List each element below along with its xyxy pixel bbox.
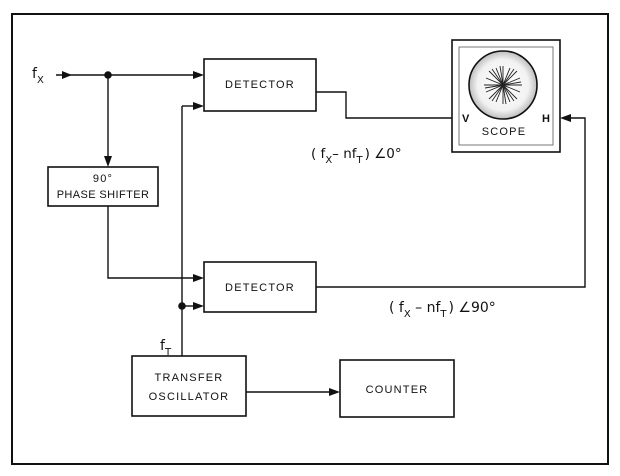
detector-bottom-input-arrow (193, 274, 204, 282)
counter-block (339, 359, 455, 418)
bottom-output-signal-label: ( fX – nfT) ∠90° (389, 300, 496, 320)
phase-shifter-label-line2: PHASE SHIFTER (57, 189, 150, 201)
detector-top-block (203, 58, 317, 112)
signal-arrows (62, 71, 571, 396)
diagram-frame (11, 13, 609, 465)
transfer-oscillator-label-line1: TRANSFER (155, 372, 224, 384)
fx-input-arrow (62, 71, 72, 79)
top-output-signal-label: ( fX– nfT) ∠0° (311, 146, 402, 166)
detector-bottom-ft-arrow (193, 302, 204, 310)
transfer-oscillator-block (131, 355, 247, 417)
detector-top-label: DETECTOR (225, 79, 295, 91)
scope-v-input-label: V (462, 113, 470, 125)
fx-junction-dot (104, 71, 112, 79)
detector-bottom-block (203, 261, 317, 313)
detector-top-ft-arrow (193, 102, 204, 110)
scope-block (451, 39, 561, 153)
counter-input-arrow (329, 388, 340, 396)
counter-label: COUNTER (366, 384, 429, 396)
ft-junction-dot (178, 302, 186, 310)
phase-shifter-block (47, 166, 159, 207)
fx-input-label: fX (32, 66, 44, 86)
signal-wires (56, 74, 586, 393)
detector-bottom-label: DETECTOR (225, 282, 295, 294)
scope-h-arrow (560, 114, 571, 122)
transfer-oscillator-label-line2: OSCILLATOR (149, 391, 230, 403)
detector-top-input-arrow (193, 71, 204, 79)
ft-label: fT (160, 338, 172, 358)
scope-trace-pattern (484, 65, 522, 105)
scope-label: SCOPE (482, 126, 527, 138)
phase-shifter-input-arrow (104, 156, 112, 167)
phase-shifter-label-line1: 90° (93, 173, 113, 185)
scope-h-input-label: H (542, 113, 550, 125)
